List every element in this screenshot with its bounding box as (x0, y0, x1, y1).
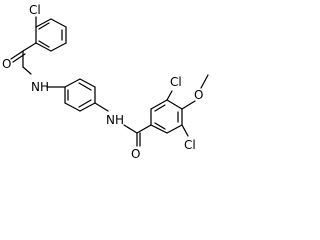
ring-dichloromethoxyphenyl (150, 99, 183, 134)
bond-o-methoxy (181, 100, 196, 110)
atom-cl-top: Cl (29, 3, 41, 17)
amide-bottom (94, 102, 152, 147)
atom-nh-right: NH (106, 113, 124, 127)
atom-o-amide-top: O (2, 57, 11, 71)
bond-cl-right-bottom (181, 124, 189, 137)
atom-cl-right-top: Cl (170, 75, 182, 89)
atom-cl-right-bottom: Cl (184, 138, 196, 152)
atom-nh-left: NH (31, 80, 49, 94)
ring-phenylene (64, 78, 96, 112)
bond-cl-right-top (166, 90, 173, 101)
amide-top (10, 42, 37, 75)
bond-methyl (200, 74, 209, 89)
atom-o-amide-bottom: O (131, 147, 140, 161)
ring-chlorophenyl (35, 18, 67, 52)
atom-o-methoxy: O (194, 88, 203, 102)
chemical-structure: Cl O NH NH O Cl O Cl (2, 3, 209, 161)
